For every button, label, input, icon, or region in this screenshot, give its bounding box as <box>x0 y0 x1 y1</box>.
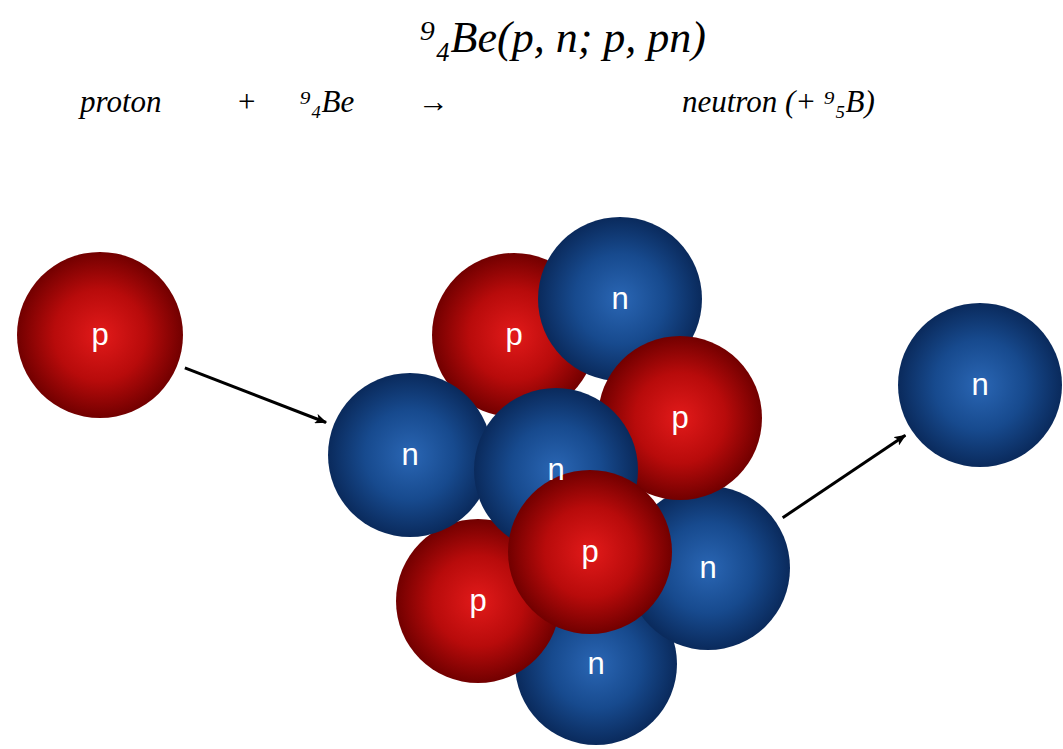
particle-fill <box>328 373 492 537</box>
equation-text: neutron (+ ⁹₅B) <box>682 84 875 119</box>
neutron-circle: n <box>898 303 1062 467</box>
particle-letter: p <box>671 400 688 436</box>
particle-fill <box>17 252 183 418</box>
particle-fill <box>508 470 672 634</box>
equation-text: → <box>418 84 449 119</box>
equation-label: + <box>236 84 257 120</box>
particle-fill <box>898 303 1062 467</box>
particle-letter: n <box>401 437 418 473</box>
equation-label: → <box>418 84 449 120</box>
particle-letter: p <box>469 583 486 619</box>
particle-letter: n <box>699 550 716 586</box>
equation-text: proton <box>80 84 162 119</box>
equation-text: + <box>236 84 257 119</box>
proton-circle: p <box>17 252 183 418</box>
particle-letter: n <box>611 281 628 317</box>
particle-letter: n <box>971 367 988 403</box>
particle-letter: p <box>505 317 522 353</box>
reaction-title: ⁹₄Be(p, n; p, pn) <box>420 12 706 63</box>
equation-label: neutron (+ ⁹₅B) <box>682 84 875 120</box>
motion-arrow <box>185 368 326 423</box>
title-text: ⁹₄Be(p, n; p, pn) <box>420 13 706 62</box>
motion-arrow <box>783 435 906 518</box>
particle-letter: n <box>587 646 604 682</box>
equation-text: ⁹₄Be <box>300 84 354 119</box>
proton-circle: p <box>508 470 672 634</box>
neutron-circle: n <box>328 373 492 537</box>
equation-label: proton <box>80 84 162 120</box>
particle-letter: n <box>547 452 564 488</box>
equation-label: ⁹₄Be <box>300 84 354 120</box>
particle-letter: p <box>91 317 108 353</box>
particle-letter: p <box>581 534 598 570</box>
